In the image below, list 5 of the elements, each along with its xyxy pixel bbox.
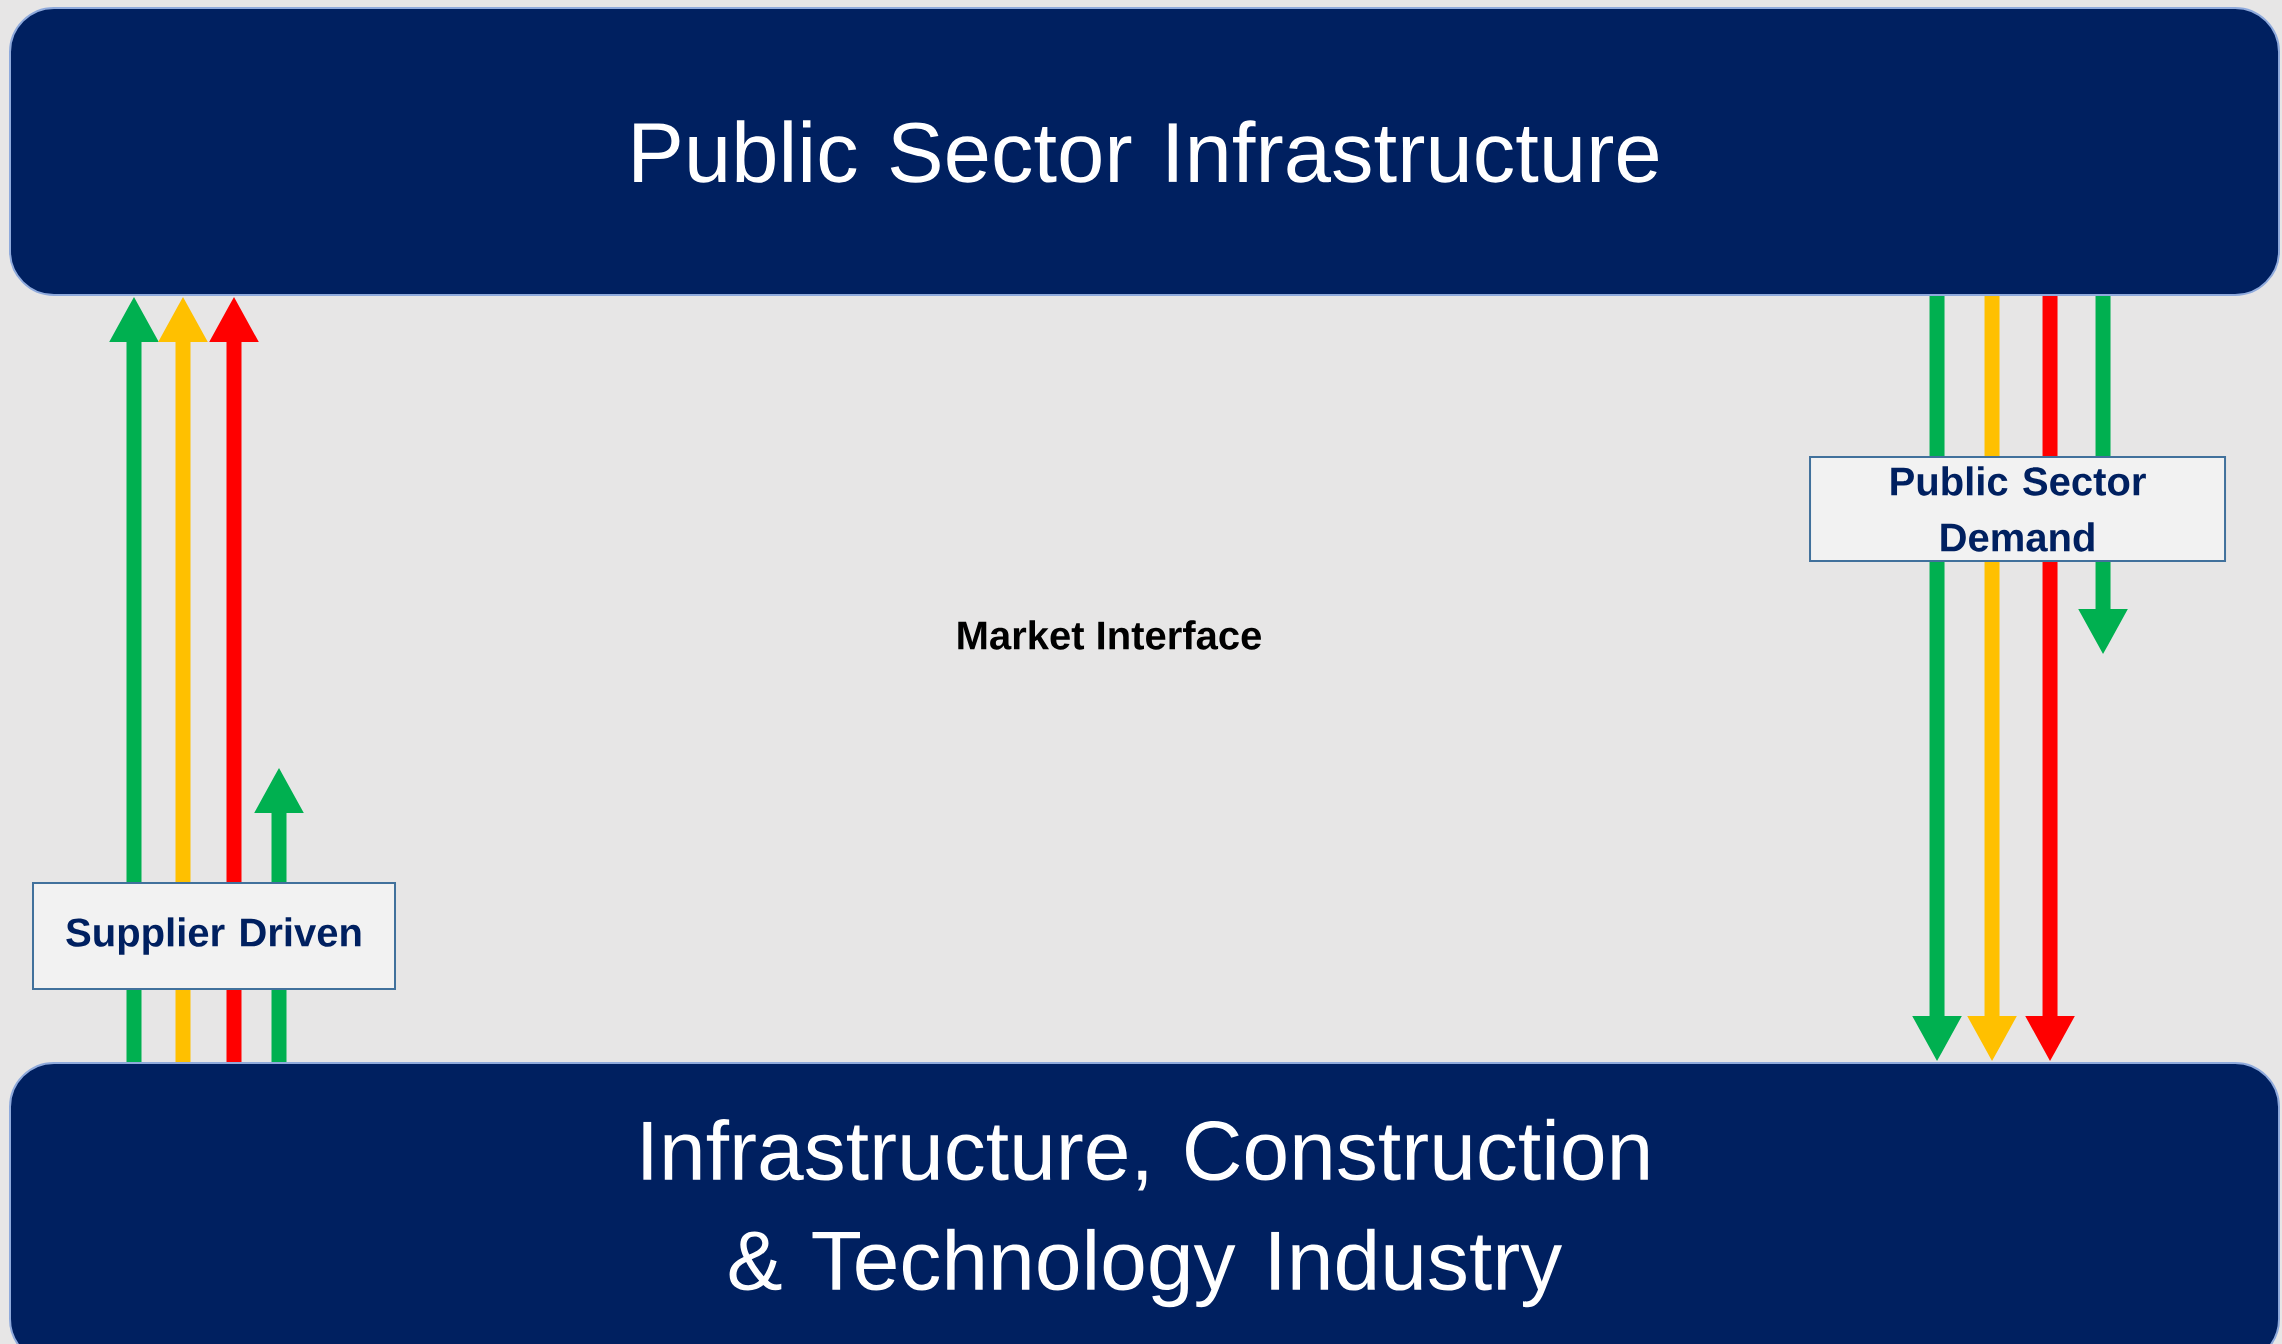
text-label: Market Interface	[958, 620, 1261, 650]
label-box: Supplier Driven	[32, 882, 396, 990]
title-banner: Public Sector Infrastructure	[9, 7, 2281, 296]
label-box: Public Sector Demand	[1809, 456, 2227, 562]
title-banner: Infrastructure, Construction & Technology Industry	[9, 1062, 2281, 1344]
